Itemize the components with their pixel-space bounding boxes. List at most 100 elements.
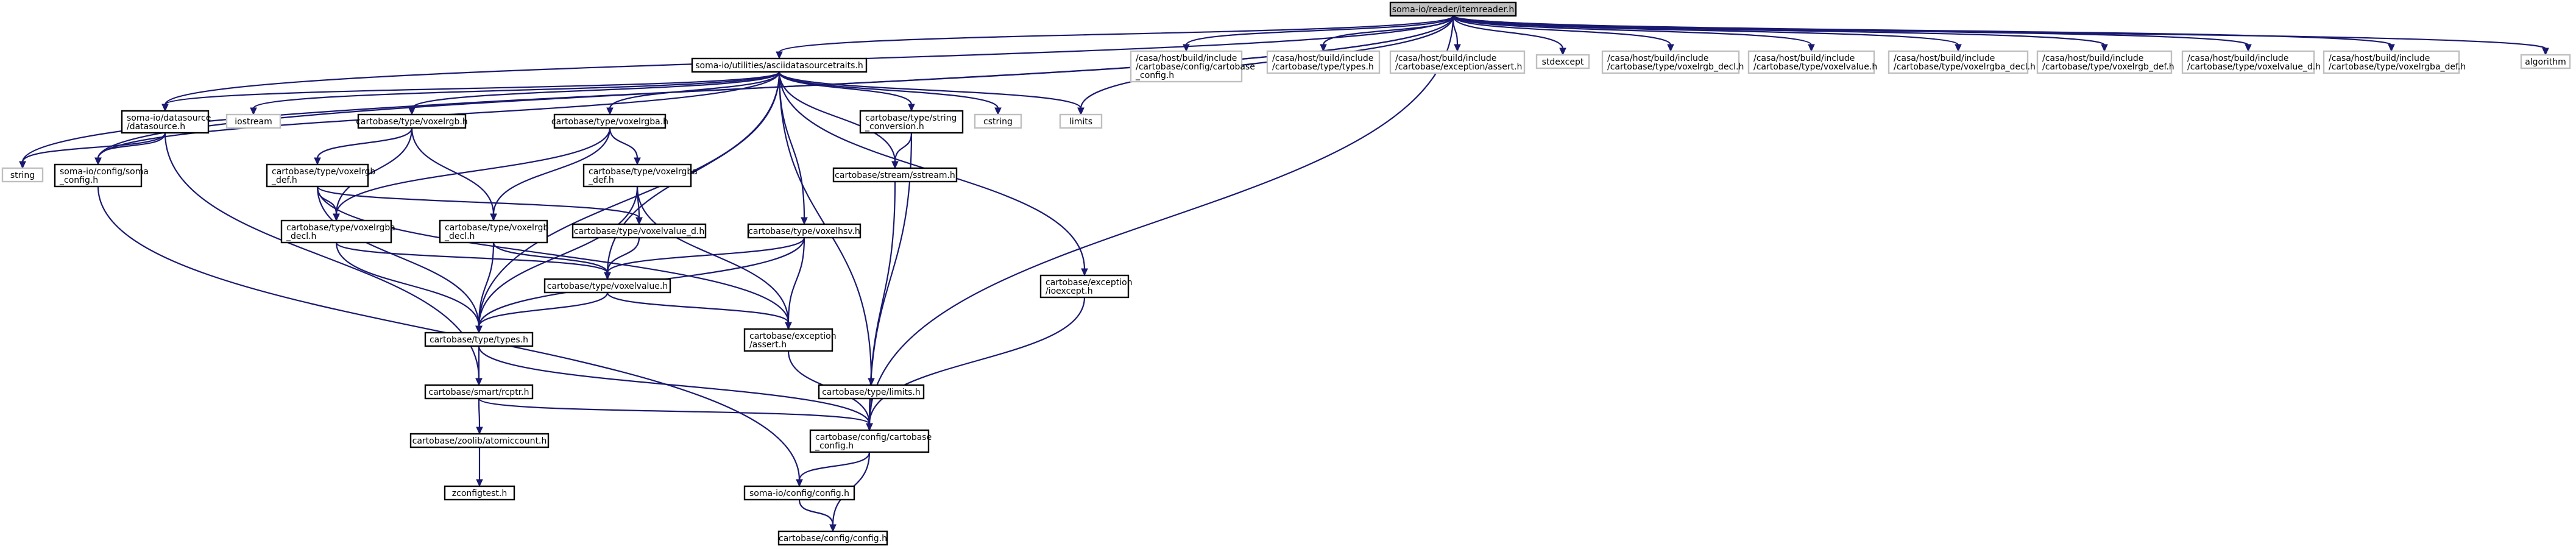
- node-cartobase-smart-rcptr-h[interactable]: cartobase/smart/rcptr.h: [424, 384, 534, 400]
- node-cartobase-type-voxelvalue-d-h[interactable]: cartobase/type/voxelvalue_d.h: [571, 223, 707, 239]
- edge-voxelrgba-to-rgbadecl: [335, 127, 611, 215]
- edge-root-to-ext9: [1452, 15, 2393, 46]
- node-label: /cartobase/type/voxelrgba_decl.h: [1894, 62, 2036, 72]
- node-cartobase-type-voxelrgb-decl-h[interactable]: cartobase/type/voxelrgb_decl.h: [439, 219, 548, 244]
- node-cartobase-config-cartobase-config-h[interactable]: cartobase/config/cartobase_config.h: [809, 429, 932, 453]
- node-casa-host-build-include-cartobase-type-voxelrgb-def-h[interactable]: /casa/host/build/include/cartobase/type/…: [2036, 50, 2174, 74]
- node-cartobase-stream-sstream-h[interactable]: cartobase/stream/sstream.h: [832, 167, 958, 183]
- edge-rgbdef-to-valued: [316, 186, 640, 219]
- edge-root-to-ext1: [1185, 15, 1454, 46]
- node-cartobase-exception-assert-h[interactable]: cartobase/exception/assert.h: [743, 328, 837, 352]
- node-label: /cartobase/type/voxelrgb_def.h: [2042, 62, 2174, 72]
- node-soma-io-utilities-asciidatasourcetraits-h[interactable]: soma-io/utilities/asciidatasourcetraits.…: [691, 57, 868, 73]
- node-casa-host-build-include-cartobase-exception-assert-h[interactable]: /casa/host/build/include/cartobase/excep…: [1389, 50, 1526, 74]
- node-cartobase-type-voxelrgba-h[interactable]: cartobase/type/voxelrgba.h: [551, 113, 668, 129]
- node-label: /casa/host/build/include: [2187, 54, 2288, 63]
- node-soma-io-config-soma-config-h[interactable]: soma-io/config/soma_config.h: [54, 163, 149, 188]
- node-label: cartobase/exception: [1046, 278, 1133, 288]
- edge-root-to-ext4: [1452, 15, 1672, 46]
- edge-ascii-to-datasource: [164, 71, 780, 106]
- node-casa-host-build-include-cartobase-type-voxelrgb-decl-h[interactable]: /casa/host/build/include/cartobase/type/…: [1601, 50, 1744, 74]
- node-casa-host-build-include-cartobase-type-voxelvalue-d-h[interactable]: /casa/host/build/include/cartobase/type/…: [2181, 50, 2321, 74]
- node-cartobase-type-voxelhsv-h[interactable]: cartobase/type/voxelhsv.h: [747, 223, 862, 239]
- node-cartobase-type-voxelvalue-h[interactable]: cartobase/type/voxelvalue.h: [543, 278, 671, 294]
- node-label: soma-io/reader/itemreader.h: [1392, 5, 1514, 15]
- arrowhead-icon: [866, 423, 873, 431]
- edge-ascii-to-types: [478, 71, 780, 327]
- node-box: [777, 530, 888, 546]
- node-box: [553, 113, 667, 129]
- node-label: cartobase/type/string: [865, 113, 957, 123]
- arrowhead-icon: [2388, 44, 2395, 52]
- node-label: /casa/host/build/include: [1894, 54, 1995, 63]
- edge-rgbadecl-to-voxelvalue: [335, 242, 609, 274]
- node-limits[interactable]: limits: [1059, 113, 1103, 129]
- node-box: [2181, 50, 2315, 74]
- edge-rgbdecl-to-voxelvalue: [492, 242, 609, 274]
- arrowhead-icon: [908, 104, 915, 112]
- edge-root-to-algorithm: [1452, 15, 2547, 50]
- node-box: [1888, 50, 2029, 74]
- node-cartobase-type-limits-h[interactable]: cartobase/type/limits.h: [818, 384, 925, 400]
- node-soma-io-datasource-datasource-h[interactable]: soma-io/datasource/datasource.h: [121, 110, 211, 134]
- edge-rgbadecl-to-types: [335, 242, 480, 327]
- edge-voxelvalue-to-assert: [606, 292, 790, 324]
- node-box: [1389, 1, 1517, 17]
- node-soma-io-config-config-h[interactable]: soma-io/config/config.h: [743, 485, 855, 501]
- edge-ascii-to-strconv: [778, 71, 913, 105]
- node-cartobase-type-types-h[interactable]: cartobase/type/types.h: [424, 331, 534, 347]
- node-soma-io-reader-itemreader-h[interactable]: soma-io/reader/itemreader.h: [1389, 1, 1517, 17]
- arrowhead-icon: [801, 217, 808, 225]
- node-label: /casa/host/build/include: [1753, 54, 1855, 63]
- node-box: [974, 113, 1022, 129]
- node-label: _config.h: [1135, 71, 1174, 80]
- node-label: cartobase/config/config.h: [779, 534, 887, 544]
- edge-ascii-to-hsv: [778, 71, 805, 219]
- node-iostream[interactable]: iostream: [225, 113, 281, 129]
- arrowhead-icon: [1081, 268, 1088, 277]
- node-box: [1, 167, 44, 183]
- node-cartobase-type-voxelrgba-def-h[interactable]: cartobase/type/voxelrgba_def.h: [582, 163, 698, 188]
- node-zconfigtest-h[interactable]: zconfigtest.h: [444, 485, 515, 501]
- node-casa-host-build-include-cartobase-config-cartobase-config-h[interactable]: /casa/host/build/include/cartobase/confi…: [1130, 50, 1255, 83]
- edge-strconv-to-sstream: [894, 132, 913, 163]
- node-cartobase-zoolib-atomiccount-h[interactable]: cartobase/zoolib/atomiccount.h: [409, 433, 550, 448]
- node-casa-host-build-include-cartobase-type-voxelrgba-decl-h[interactable]: /casa/host/build/include/cartobase/type/…: [1888, 50, 2036, 74]
- edge-rgbadef-to-types: [478, 186, 639, 327]
- arrowhead-icon: [314, 157, 321, 166]
- node-label: algorithm: [2525, 57, 2566, 67]
- arrowhead-icon: [1320, 44, 1327, 52]
- node-box: [409, 433, 550, 448]
- node-cstring[interactable]: cstring: [974, 113, 1022, 129]
- node-casa-host-build-include-cartobase-type-types-h[interactable]: /casa/host/build/include/cartobase/type/…: [1266, 50, 1381, 74]
- node-label: /cartobase/type/voxelvalue_d.h: [2187, 62, 2321, 72]
- arrowhead-icon: [891, 161, 899, 169]
- node-cartobase-exception-ioexcept-h[interactable]: cartobase/exception/ioexcept.h: [1039, 274, 1133, 299]
- node-string[interactable]: string: [1, 167, 44, 183]
- edge-ascii-to-cstring: [778, 71, 999, 109]
- edge-root-to-stdexcept: [1452, 15, 1564, 49]
- node-cartobase-type-voxelrgb-def-h[interactable]: cartobase/type/voxelrgb_def.h: [266, 163, 375, 188]
- node-cartobase-type-voxelrgb-h[interactable]: cartobase/type/voxelrgb.h: [356, 113, 468, 129]
- arrowhead-icon: [1808, 44, 1815, 52]
- node-box: [424, 331, 534, 347]
- node-algorithm[interactable]: algorithm: [2520, 54, 2571, 69]
- node-casa-host-build-include-cartobase-type-voxelrgba-def-h[interactable]: /casa/host/build/include/cartobase/type/…: [2323, 50, 2466, 74]
- node-box: [121, 110, 210, 134]
- edge-voxelrgb-to-rgbadecl: [335, 127, 413, 215]
- node-label: cartobase/zoolib/atomiccount.h: [412, 436, 547, 446]
- node-cartobase-type-voxelrgba-decl-h[interactable]: cartobase/type/voxelrgba_decl.h: [280, 219, 395, 244]
- node-box: [582, 163, 692, 188]
- node-casa-host-build-include-cartobase-type-voxelvalue-h[interactable]: /casa/host/build/include/cartobase/type/…: [1747, 50, 1877, 74]
- edge-ascii-to-voxelrgb: [411, 71, 780, 109]
- node-box: [424, 384, 534, 400]
- node-cartobase-type-string-conversion-h[interactable]: cartobase/type/string_conversion.h: [859, 110, 964, 134]
- node-label: string: [10, 171, 35, 180]
- node-label: /cartobase/exception/assert.h: [1395, 62, 1522, 72]
- arrowhead-icon: [606, 107, 614, 116]
- node-cartobase-config-config-h[interactable]: cartobase/config/config.h: [777, 530, 888, 546]
- graph-edges: [19, 15, 2549, 533]
- node-stdexcept[interactable]: stdexcept: [1535, 54, 1590, 69]
- node-label: cstring: [983, 117, 1013, 127]
